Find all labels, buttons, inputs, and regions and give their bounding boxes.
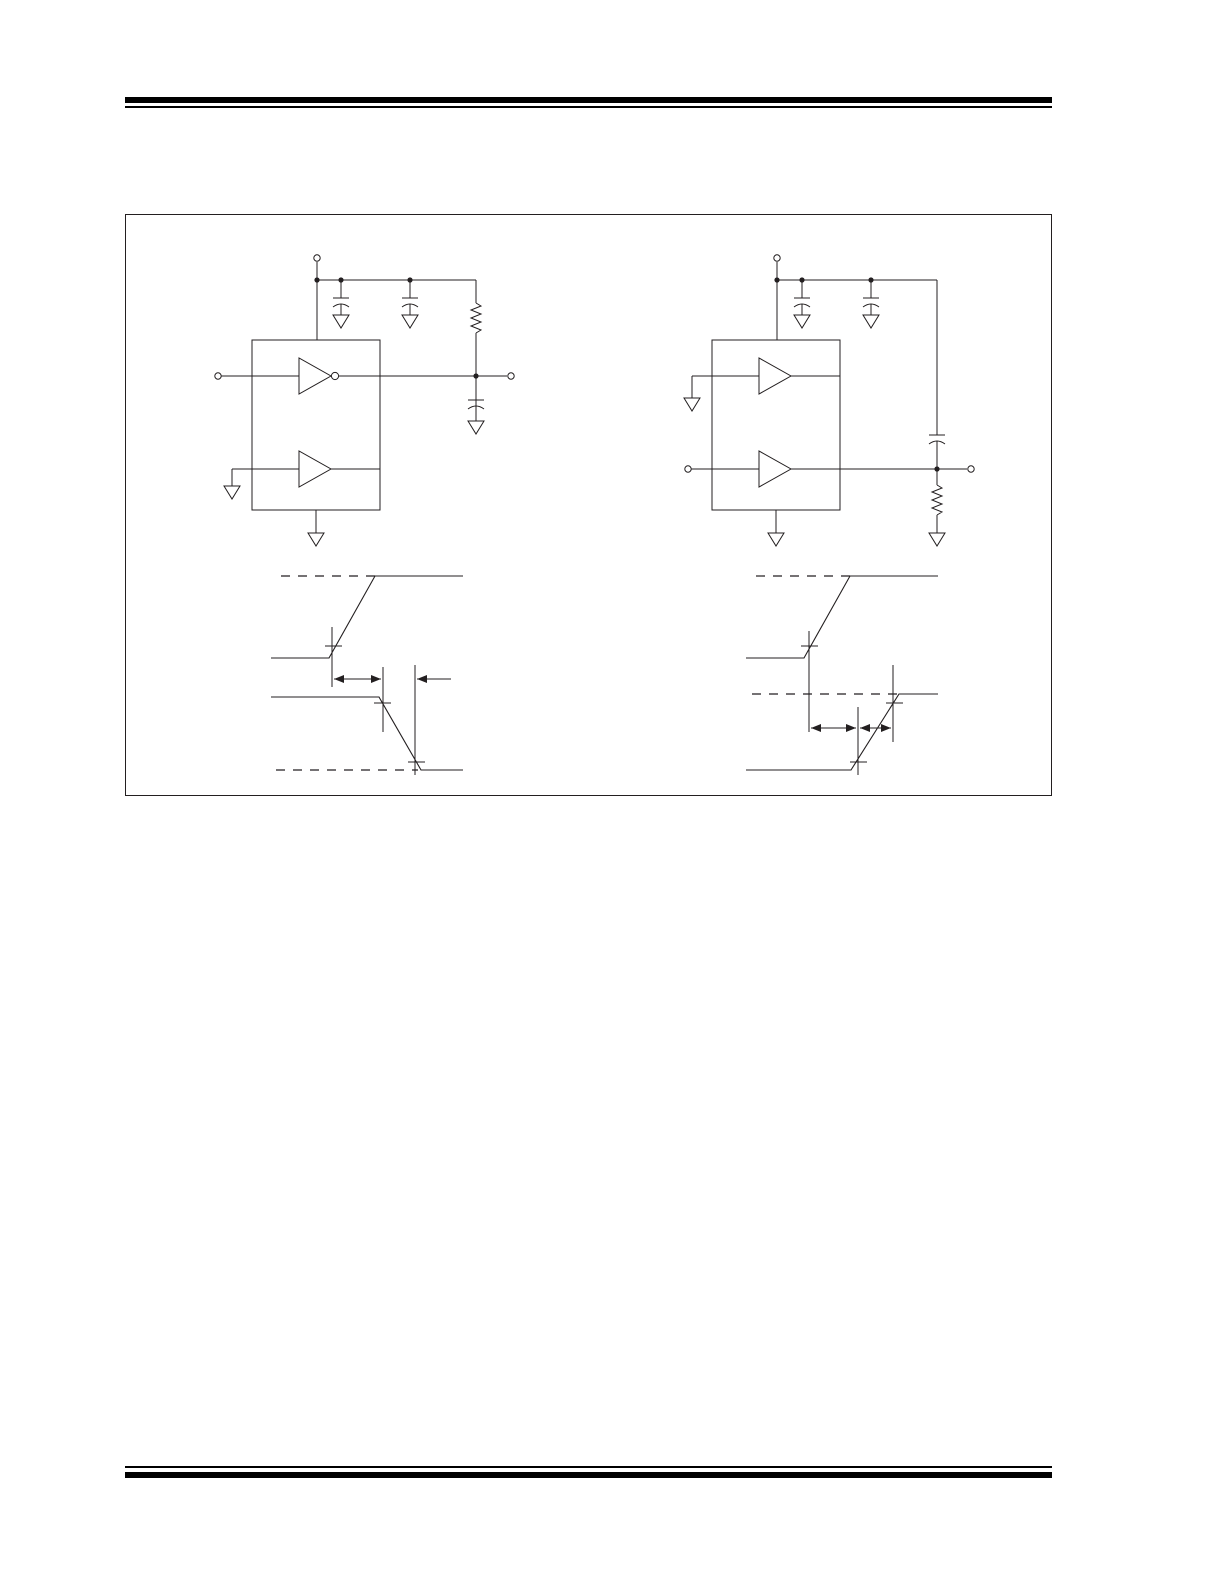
output-waveform xyxy=(746,693,938,771)
header-rule-thick xyxy=(125,97,1052,103)
left-test-circuit xyxy=(214,254,515,547)
bypass-capacitor-icon xyxy=(793,280,811,329)
footer-rule-thin xyxy=(125,1466,1052,1468)
output-waveform xyxy=(271,696,463,771)
junction-dot xyxy=(774,277,780,283)
ground-icon xyxy=(683,397,701,412)
ground-icon xyxy=(307,532,325,547)
ic-package xyxy=(711,339,841,511)
bypass-capacitor-icon xyxy=(862,280,880,329)
right-timing-diagram xyxy=(746,575,938,775)
pull-down-resistor-icon xyxy=(928,469,946,547)
supply-pin xyxy=(313,254,321,262)
buffer-icon xyxy=(758,357,793,395)
footer-rule-thick xyxy=(125,1472,1052,1478)
header-rule-thin xyxy=(125,106,1052,108)
left-timing-diagram xyxy=(271,575,463,775)
load-capacitor-icon xyxy=(467,376,485,435)
input-waveform xyxy=(271,575,463,659)
coupling-capacitor-icon xyxy=(928,280,946,469)
ground-icon xyxy=(767,532,785,547)
inverting-buffer-icon xyxy=(298,357,333,395)
output-pin xyxy=(967,465,975,473)
test-circuit-schematic xyxy=(214,254,975,775)
supply-pin xyxy=(773,254,781,262)
junction-dot xyxy=(314,277,320,283)
junction-dot xyxy=(473,373,479,379)
bypass-capacitor-icon xyxy=(401,280,419,329)
non-inverting-buffer-icon xyxy=(758,450,793,488)
output-pin xyxy=(507,372,515,380)
input-waveform xyxy=(746,575,938,659)
figure-frame xyxy=(125,214,1052,796)
inversion-bubble-icon xyxy=(330,371,340,381)
right-test-circuit xyxy=(683,254,975,547)
bypass-capacitor-icon xyxy=(332,280,350,329)
ic-package xyxy=(251,339,381,511)
input-pin xyxy=(684,465,692,473)
buffer-icon xyxy=(298,450,333,488)
ground-icon xyxy=(223,485,241,500)
input-pin xyxy=(214,372,222,380)
